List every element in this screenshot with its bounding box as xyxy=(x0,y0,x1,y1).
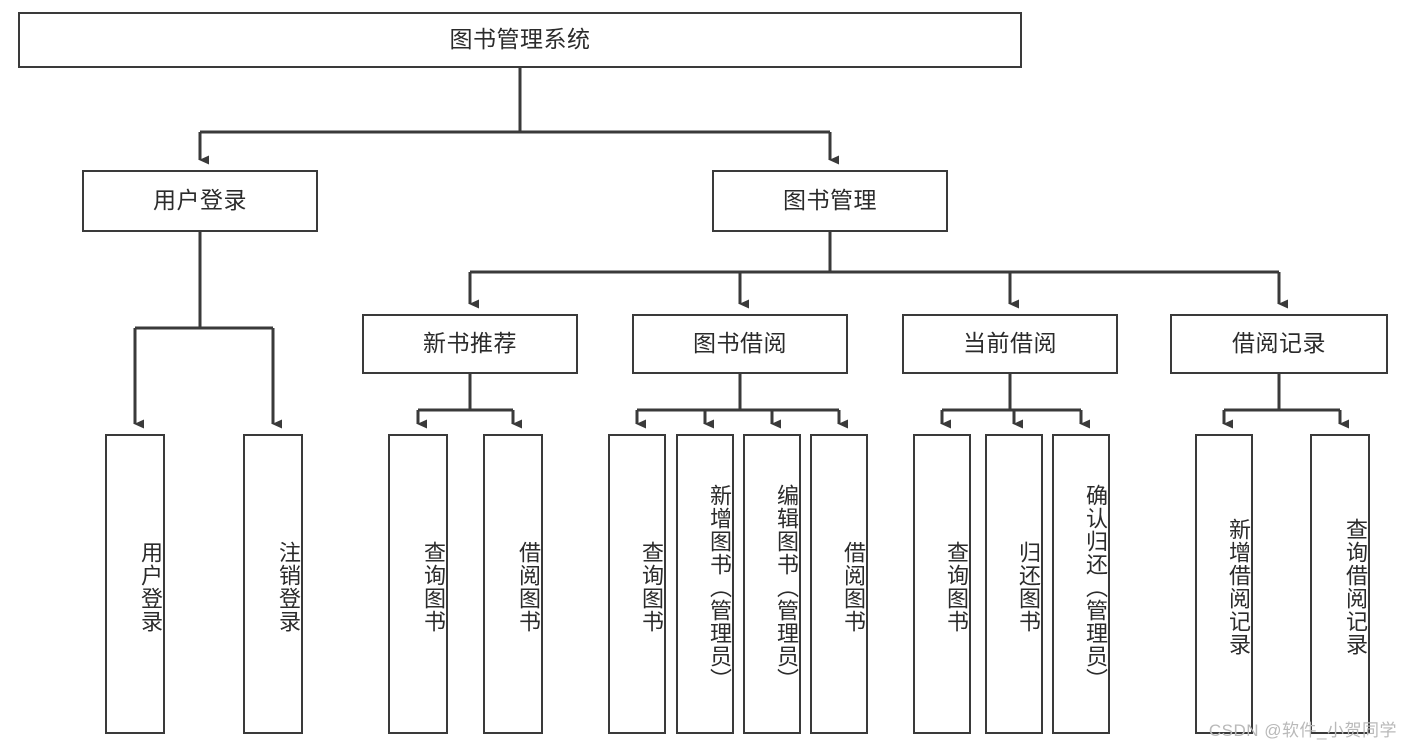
node-current-borrow[interactable]: 当前借阅 xyxy=(902,314,1118,374)
leaf-query-book-current-label: 查询图书 xyxy=(944,541,969,633)
node-new-book-recommend[interactable]: 新书推荐 xyxy=(362,314,578,374)
leaf-query-book-recommend-label: 查询图书 xyxy=(421,541,446,633)
leaf-borrow-book-recommend-label: 借阅图书 xyxy=(516,541,541,633)
leaf-confirm-return-admin-label: 确认归还（管理员） xyxy=(1083,483,1108,691)
leaf-query-book-recommend[interactable]: 查询图书 xyxy=(388,434,448,734)
node-root-label: 图书管理系统 xyxy=(449,26,591,53)
node-root-system[interactable]: 图书管理系统 xyxy=(18,12,1022,68)
node-current-borrow-label: 当前借阅 xyxy=(963,330,1057,357)
node-book-management[interactable]: 图书管理 xyxy=(712,170,948,232)
leaf-logout-login-label: 注销登录 xyxy=(276,541,301,633)
leaf-borrow-book-recommend[interactable]: 借阅图书 xyxy=(483,434,543,734)
leaf-query-book-borrow-label: 查询图书 xyxy=(639,541,664,633)
leaf-user-login[interactable]: 用户登录 xyxy=(105,434,165,734)
leaf-return-book-label: 归还图书 xyxy=(1016,541,1041,633)
leaf-query-borrow-record[interactable]: 查询借阅记录 xyxy=(1310,434,1370,734)
leaf-add-borrow-record-label: 新增借阅记录 xyxy=(1226,518,1251,656)
leaf-query-borrow-record-label: 查询借阅记录 xyxy=(1343,518,1368,656)
leaf-return-book[interactable]: 归还图书 xyxy=(985,434,1043,734)
leaf-add-borrow-record[interactable]: 新增借阅记录 xyxy=(1195,434,1253,734)
leaf-query-book-current[interactable]: 查询图书 xyxy=(913,434,971,734)
node-book-borrow[interactable]: 图书借阅 xyxy=(632,314,848,374)
node-book-management-label: 图书管理 xyxy=(783,187,877,214)
node-book-borrow-label: 图书借阅 xyxy=(693,330,787,357)
leaf-query-book-borrow[interactable]: 查询图书 xyxy=(608,434,666,734)
node-borrow-records-label: 借阅记录 xyxy=(1232,330,1326,357)
node-new-book-recommend-label: 新书推荐 xyxy=(423,330,517,357)
node-user-login-label: 用户登录 xyxy=(153,187,247,214)
leaf-confirm-return-admin[interactable]: 确认归还（管理员） xyxy=(1052,434,1110,734)
leaf-add-book-admin[interactable]: 新增图书（管理员） xyxy=(676,434,734,734)
leaf-add-book-admin-label: 新增图书（管理员） xyxy=(707,483,732,691)
leaf-borrow-book[interactable]: 借阅图书 xyxy=(810,434,868,734)
node-user-login[interactable]: 用户登录 xyxy=(82,170,318,232)
node-borrow-records[interactable]: 借阅记录 xyxy=(1170,314,1388,374)
leaf-edit-book-admin-label: 编辑图书（管理员） xyxy=(774,483,799,691)
leaf-logout-login[interactable]: 注销登录 xyxy=(243,434,303,734)
leaf-user-login-label: 用户登录 xyxy=(138,541,163,633)
leaf-edit-book-admin[interactable]: 编辑图书（管理员） xyxy=(743,434,801,734)
leaf-borrow-book-label: 借阅图书 xyxy=(841,541,866,633)
